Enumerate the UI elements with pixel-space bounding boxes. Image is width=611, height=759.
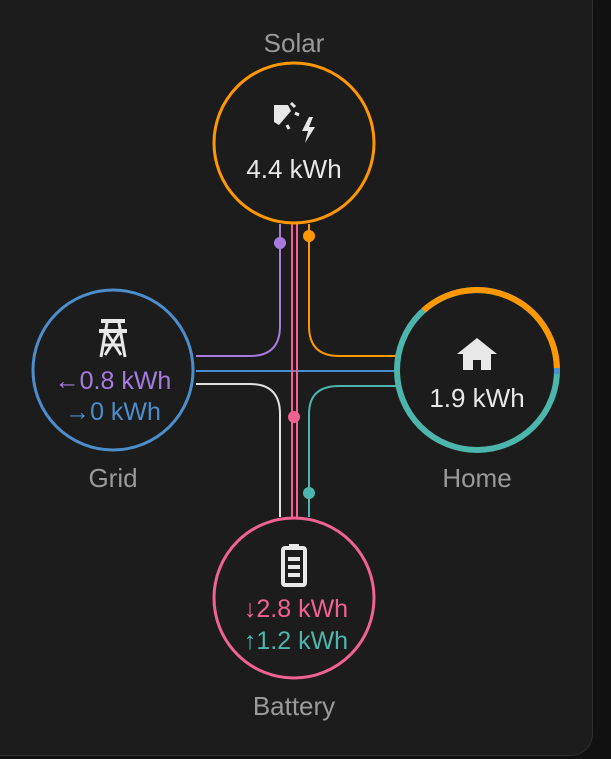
grid-import-value: 0.8 kWh: [79, 367, 172, 395]
grid-export-row: →0 kWh: [33, 397, 193, 428]
transmission-tower-icon: [99, 319, 127, 358]
solar-value: 4.4 kWh: [246, 154, 342, 184]
flow-dot-battery-home: [303, 487, 315, 499]
battery-discharge-row: ↓2.8 kWh: [216, 593, 376, 625]
flow-dot-solar-home: [303, 230, 315, 242]
solar-circle[interactable]: [212, 61, 376, 225]
grid-import-row: ←0.8 kWh: [33, 366, 193, 397]
home-label: Home: [442, 463, 512, 493]
flow-solar-grid: [196, 224, 281, 357]
flow-dot-battery: [288, 411, 300, 423]
battery-discharge-value: 2.8 kWh: [256, 595, 349, 623]
solar-power-icon: [274, 101, 315, 143]
home-icon: [457, 338, 497, 370]
flow-battery-home: [308, 385, 397, 517]
flow-solar-home: [308, 224, 397, 357]
grid-export-value: 0 kWh: [90, 398, 161, 426]
home-solar-arc: [421, 287, 560, 369]
grid-circle[interactable]: [31, 288, 195, 452]
flow-dot-grid: [274, 237, 286, 249]
grid-export-arrow: →: [65, 398, 91, 426]
battery-label: Battery: [252, 691, 336, 721]
grid-import-arrow: ←: [54, 367, 80, 395]
battery-charge-row: ↑1.2 kWh: [216, 625, 376, 657]
battery-charge-value: 1.2 kWh: [256, 627, 349, 655]
grid-label: Grid: [88, 463, 138, 493]
home-value: 1.9 kWh: [429, 383, 525, 413]
battery-circle[interactable]: [212, 516, 376, 680]
solar-label: Solar: [263, 28, 325, 58]
battery-discharge-arrow: ↓: [243, 595, 257, 623]
battery-icon: [281, 544, 307, 587]
battery-charge-arrow: ↑: [243, 627, 257, 655]
flow-grid-battery: [196, 383, 281, 517]
